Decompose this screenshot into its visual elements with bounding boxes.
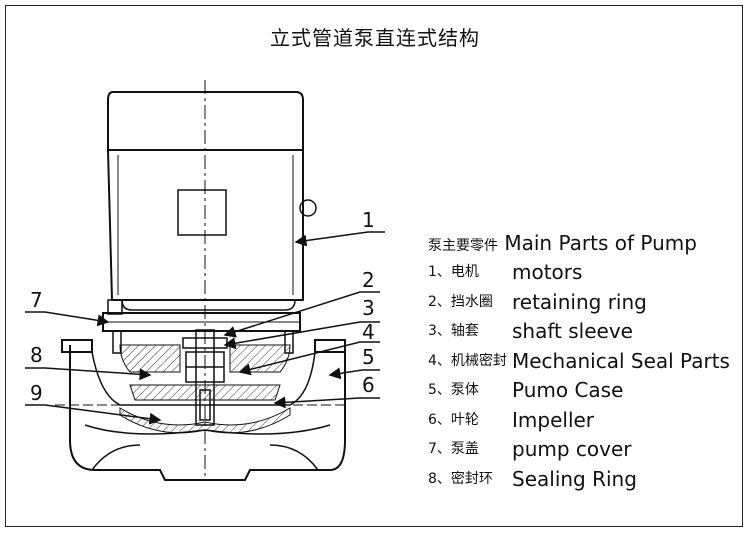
callout-3: 3	[362, 296, 375, 320]
callout-8: 8	[30, 343, 43, 367]
legend-item-number: 6、	[428, 411, 451, 428]
legend-item-number: 4、	[428, 352, 451, 369]
drawing-frame	[5, 5, 743, 527]
legend-item-en: Impeller	[512, 407, 595, 432]
legend-item: 8、密封环 Sealing Ring	[428, 465, 730, 495]
legend-item-en: Pumo Case	[512, 378, 624, 402]
legend-item-cn: 叶轮	[450, 411, 479, 428]
legend-heading-en: Main Parts of Pump	[504, 231, 697, 255]
legend-item-en: motors	[512, 260, 583, 284]
legend-item: 4、机械密封 Mechanical Seal Parts	[428, 347, 730, 377]
parts-legend: 泵主要零件 Main Parts of Pump 1、电机 motors 2、挡水…	[428, 228, 730, 494]
legend-item-cn: 泵体	[450, 382, 479, 398]
legend-item-number: 3、	[428, 323, 451, 339]
legend-item-en: pump cover	[512, 437, 632, 461]
legend-item-en: shaft sleeve	[512, 319, 633, 343]
legend-item-cn: 轴套	[450, 323, 479, 339]
callout-leaders	[25, 231, 385, 425]
legend-heading: 泵主要零件 Main Parts of Pump	[428, 228, 730, 258]
legend-heading-cn: 泵主要零件	[428, 238, 498, 254]
callout-4: 4	[362, 320, 375, 344]
legend-item-number: 1、	[428, 264, 451, 280]
legend-item-number: 7、	[428, 441, 451, 457]
callout-7: 7	[30, 288, 43, 312]
legend-item-cn: 挡水圈	[450, 293, 493, 310]
legend-item-en: Sealing Ring	[512, 466, 637, 491]
legend-item: 6、叶轮 Impeller	[428, 406, 730, 436]
callout-2: 2	[362, 268, 375, 292]
legend-item-cn: 电机	[450, 264, 479, 280]
legend-item: 1、电机 motors	[428, 258, 730, 288]
legend-item-en: retaining ring	[512, 289, 647, 314]
legend-item-number: 2、	[428, 293, 451, 310]
callout-5: 5	[362, 345, 375, 369]
legend-item-number: 8、	[428, 470, 451, 487]
callout-1: 1	[362, 208, 375, 232]
legend-item-en: Mechanical Seal Parts	[512, 348, 730, 373]
legend-item: 2、挡水圈 retaining ring	[428, 288, 730, 318]
legend-item: 3、轴套 shaft sleeve	[428, 317, 730, 347]
motor	[107, 91, 317, 311]
legend-item-cn: 泵盖	[450, 441, 479, 457]
callout-6: 6	[362, 373, 375, 397]
legend-item-cn: 密封环	[450, 470, 493, 487]
legend-item: 7、泵盖 pump cover	[428, 435, 730, 465]
legend-item-number: 5、	[428, 382, 451, 398]
legend-item-cn: 机械密封	[450, 352, 507, 369]
callout-9: 9	[30, 381, 43, 405]
hatched-sections	[119, 344, 291, 434]
legend-item: 5、泵体 Pumo Case	[428, 376, 730, 406]
drawing-title: 立式管道泵直连式结构	[270, 26, 480, 50]
